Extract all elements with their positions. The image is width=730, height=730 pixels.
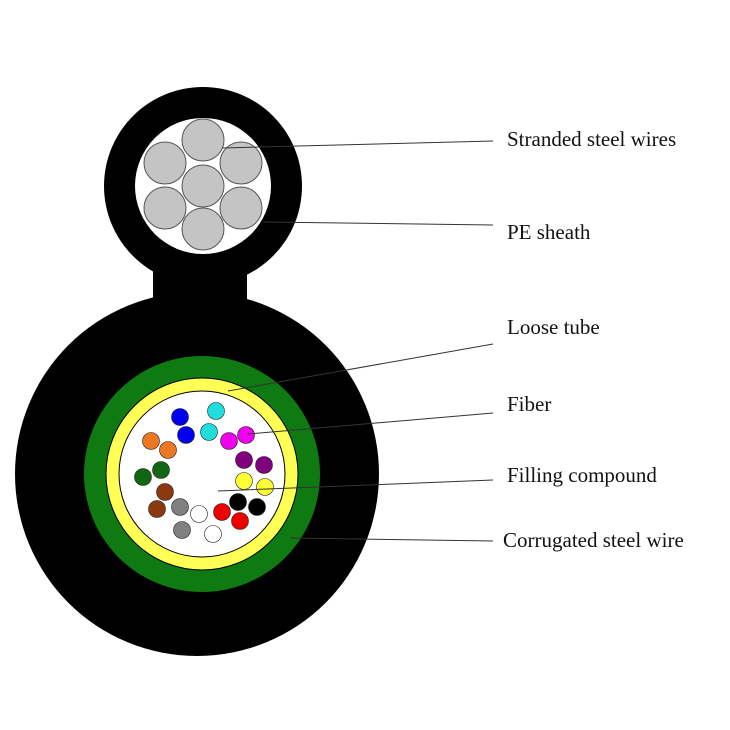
steel-wire xyxy=(181,164,225,208)
fiber-purple xyxy=(235,451,253,469)
label-loose-tube: Loose tube xyxy=(507,315,600,339)
fiber-purple xyxy=(255,456,273,474)
fiber-aqua xyxy=(200,423,218,441)
fiber-black xyxy=(229,493,247,511)
leader-fiber xyxy=(247,412,494,435)
fiber-blue xyxy=(177,426,195,444)
steel-wire xyxy=(181,118,225,162)
steel-wire xyxy=(143,141,187,185)
label-corrugated-steel-wire: Corrugated steel wire xyxy=(503,528,684,552)
fiber-red xyxy=(231,512,249,530)
leader-lines xyxy=(217,140,494,542)
fiber-green xyxy=(152,461,170,479)
leader-pe-sheath xyxy=(262,221,494,226)
label-pe-sheath: PE sheath xyxy=(507,220,591,244)
fiber-aqua xyxy=(207,402,225,420)
leader-loose-tube xyxy=(227,343,494,392)
steel-wire xyxy=(219,186,263,230)
fibers xyxy=(134,402,274,543)
fiber-yellow xyxy=(256,478,274,496)
label-filling-compound: Filling compound xyxy=(507,463,657,487)
fiber-red xyxy=(213,503,231,521)
fiber-orange xyxy=(159,441,177,459)
steel-wire xyxy=(143,186,187,230)
leader-filling-compound xyxy=(217,479,494,492)
fiber-grey xyxy=(171,498,189,516)
fiber-yellow xyxy=(235,472,253,490)
fiber-grey xyxy=(173,521,191,539)
label-fiber: Fiber xyxy=(507,392,552,416)
fiber-brown xyxy=(156,483,174,501)
fiber-brown xyxy=(148,500,166,518)
fiber-orange xyxy=(142,432,160,450)
leader-corrugated-steel-wire xyxy=(289,537,494,542)
label-stranded-steel-wires: Stranded steel wires xyxy=(507,127,677,151)
fiber-magenta xyxy=(220,432,238,450)
fiber-magenta xyxy=(237,426,255,444)
leader-stranded-steel-wires xyxy=(221,140,494,149)
stranded-steel-wires xyxy=(143,118,263,251)
steel-wire xyxy=(181,207,225,251)
fiber-green xyxy=(134,468,152,486)
fiber-white xyxy=(204,525,222,543)
fiber-blue xyxy=(171,408,189,426)
fiber-black xyxy=(248,498,266,516)
steel-wire xyxy=(219,141,263,185)
fiber-white xyxy=(190,505,208,523)
